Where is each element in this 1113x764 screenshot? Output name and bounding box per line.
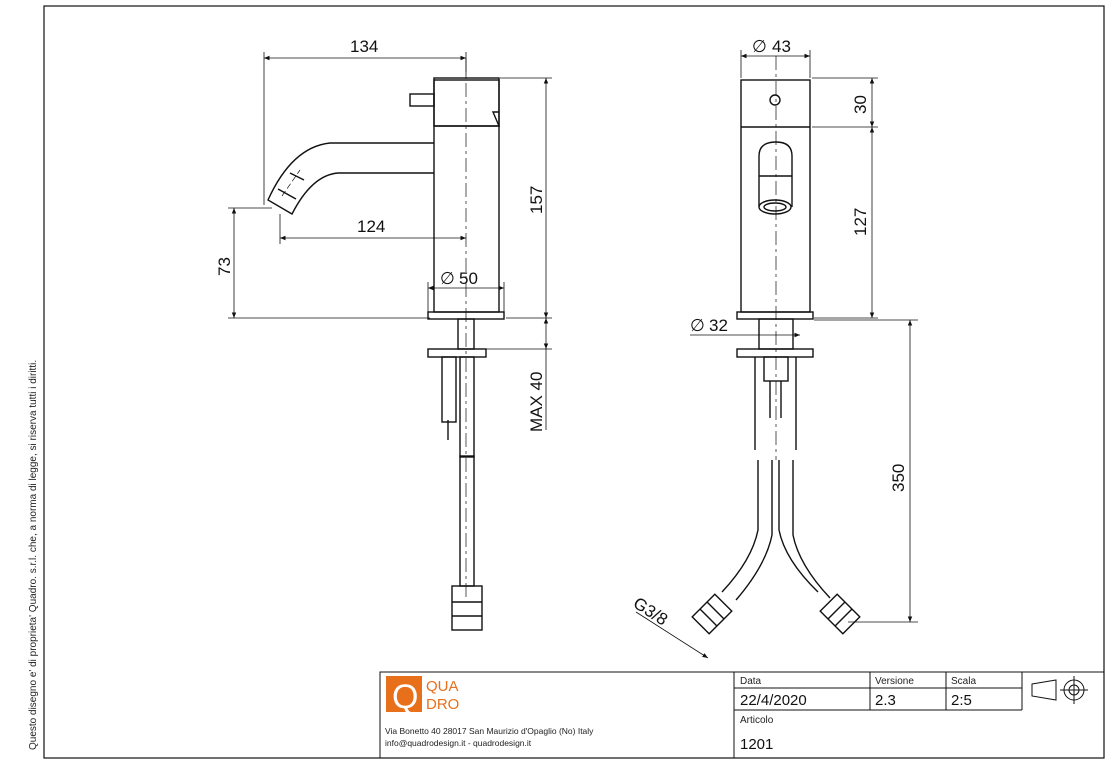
dim-g38 xyxy=(635,611,709,659)
front-body xyxy=(740,79,811,313)
article-label: Articolo xyxy=(740,715,774,726)
quadro-logo-line2: DRO xyxy=(426,696,459,713)
copyright-side-note: Questo disegno e' di proprieta' Quadro. … xyxy=(28,360,39,750)
handle-hole xyxy=(769,94,781,106)
dim-134 xyxy=(263,52,467,205)
dim-134-label: 134 xyxy=(350,37,378,56)
sheet-border xyxy=(43,5,1105,759)
dim-30-label: 30 xyxy=(851,95,870,114)
dim-73 xyxy=(228,207,430,319)
scale-label: Scala xyxy=(951,676,976,687)
lever-pin xyxy=(409,93,435,107)
dim-157-label: 157 xyxy=(527,186,546,214)
dim-124-label: 124 xyxy=(357,217,385,236)
quadro-logo-mark xyxy=(386,676,422,712)
front-mounting-nut xyxy=(736,348,814,358)
mounting-nut xyxy=(427,348,487,358)
company-contacts: info@quadrodesign.it - quadrodesign.it xyxy=(385,738,532,748)
dim-g38-label: G3/8 xyxy=(630,593,671,629)
dim-30 xyxy=(812,77,878,128)
dim-50 xyxy=(427,282,505,312)
dim-50-symbol: ∅ xyxy=(440,269,455,288)
front-view xyxy=(691,79,861,635)
handle-cap xyxy=(433,77,500,127)
spout-outlet xyxy=(758,141,793,207)
dim-127 xyxy=(814,127,878,319)
side-view xyxy=(267,77,505,631)
dim-50-label: 50 xyxy=(459,269,478,288)
dim-127-label: 127 xyxy=(851,208,870,236)
dim-43 xyxy=(740,50,811,78)
dim-124 xyxy=(279,214,466,244)
dim-350 xyxy=(814,319,918,623)
dim-max40 xyxy=(486,318,552,430)
quadro-logo-letter: Q xyxy=(392,678,418,716)
title-block xyxy=(379,671,1105,759)
hose-nut xyxy=(451,585,483,631)
date-value: 22/4/2020 xyxy=(740,692,807,709)
front-hose-nut-right xyxy=(819,593,861,635)
spout xyxy=(267,142,434,215)
date-label: Data xyxy=(740,676,762,687)
version-value: 2.3 xyxy=(875,692,896,709)
scale-value: 2:5 xyxy=(951,692,972,709)
projection-symbol xyxy=(1031,676,1088,704)
dim-73-label: 73 xyxy=(215,257,234,276)
front-hose-nut-left xyxy=(691,593,733,635)
dim-32-label: 32 xyxy=(709,316,728,335)
version-label: Versione xyxy=(875,676,914,687)
hose-left xyxy=(721,460,773,601)
hose-right xyxy=(778,460,831,599)
dim-43-symbol: ∅ xyxy=(752,37,767,56)
company-address: Via Bonetto 40 28017 San Maurizio d'Opag… xyxy=(385,726,594,736)
quadro-logo-line1: QUA xyxy=(426,678,459,695)
dim-43-label: 43 xyxy=(772,37,791,56)
article-value: 1201 xyxy=(740,736,773,753)
dim-max40-label: MAX 40 xyxy=(527,372,546,432)
dim-32-symbol: ∅ xyxy=(690,316,705,335)
dim-350-label: 350 xyxy=(889,464,908,492)
